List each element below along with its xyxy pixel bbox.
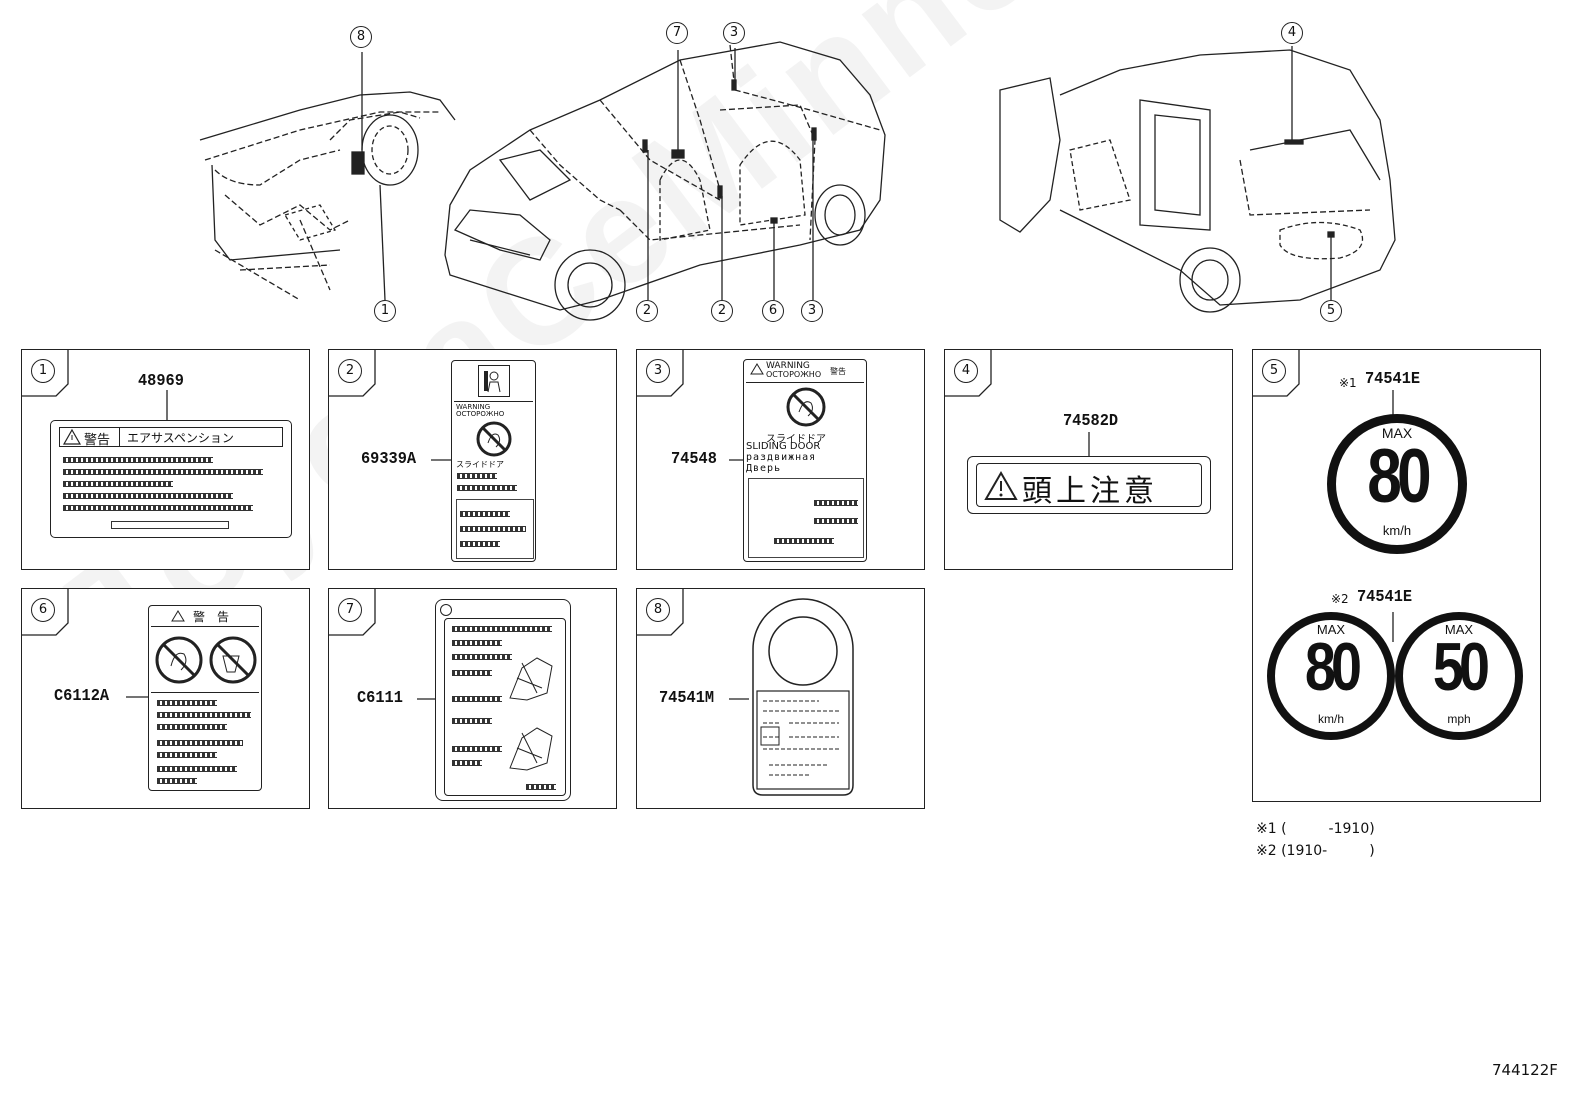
label-3-warning: WARNING: [766, 361, 810, 371]
speed-sign-80-kmh: MAX 80 km/h: [1327, 414, 1467, 554]
callout-7: 7: [666, 22, 688, 44]
sign-kmh-unit: km/h: [1382, 523, 1412, 538]
panel-4-part-number: 74582D: [1063, 412, 1119, 431]
panel-2-part-number: 69339A: [361, 450, 417, 469]
label-sliding-door-warning: WARNING OCTOPOЖНО 警告 スライドドア SLIDING DOOR…: [743, 359, 867, 562]
panel-8: 8 74541M: [636, 588, 925, 809]
panel-4: 4 74582D 頭上注意: [944, 349, 1233, 570]
label-3-warning-ru: OCTOPOЖНО: [766, 370, 822, 379]
sign-dual-max-right: MAX: [1444, 622, 1474, 637]
callout-5: 5: [1320, 300, 1342, 322]
label-2-slide: スライドドア: [456, 460, 504, 469]
label-warning-c6112a: 警 告: [148, 605, 262, 791]
label-2-warning: WARNING: [456, 403, 491, 411]
panel-6-number: 6: [31, 598, 55, 622]
label-6-header: 警 告: [193, 610, 230, 624]
speed-sign-dual-80-kmh: MAX 80 km/h: [1267, 612, 1395, 740]
panel-1: 1 48969 警告 エアサスペンション: [21, 349, 310, 570]
label-3-slide-jp: スライドドア: [766, 434, 826, 445]
panel-6-part-number: C6112A: [54, 687, 110, 706]
callout-3-top: 3: [723, 22, 745, 44]
panel-5: 5 ※1 74541E MAX 80 km/h ※2 74541E MAX 80…: [1252, 349, 1541, 802]
label-3-slide-en: SLIDING DOOR: [746, 441, 821, 452]
minivan-rear-illustration: [999, 46, 1396, 313]
footnote-1: ※1 ( -1910): [1256, 821, 1375, 837]
panel-2: 2 69339A WARNING OCTOPOЖНО スライドドア: [328, 349, 617, 570]
label-air-suspension: 警告 エアサスペンション: [50, 420, 292, 538]
label-1-warning: 警告: [84, 433, 111, 448]
label-c6111: [435, 599, 571, 801]
diagram-code: 744122F: [1492, 1061, 1558, 1079]
label-hang-tag: [752, 598, 854, 796]
panel-1-part-number: 48969: [138, 372, 184, 391]
callout-4: 4: [1281, 22, 1303, 44]
panel-7-number: 7: [338, 598, 362, 622]
sign-80-value: 80: [1367, 434, 1431, 519]
callout-2-right: 2: [711, 300, 733, 322]
label-3-warning-jp: 警告: [830, 367, 846, 376]
panel-5-number: 5: [1262, 359, 1286, 383]
sign-dual-kmh-unit: km/h: [1317, 712, 1344, 726]
sign-dual-80-value: 80: [1304, 629, 1362, 705]
label-2-warning-ru: OCTOPOЖНО: [456, 410, 505, 418]
callout-6: 6: [762, 300, 784, 322]
panel-5-part-number-1: 74541E: [1365, 370, 1421, 389]
label-mind-head: 頭上注意: [967, 456, 1211, 514]
panel-7: 7 C6111: [328, 588, 617, 809]
panel-6: 6 C6112A 警 告: [21, 588, 310, 809]
panel-4-number: 4: [954, 359, 978, 383]
sign-dual-mph-unit: mph: [1447, 712, 1471, 726]
callout-2-left: 2: [636, 300, 658, 322]
panel-3: 3 74548 WARNING OCTOPOЖНО 警告 スライドドア SLID…: [636, 349, 925, 570]
panel-5-part-number-2: 74541E: [1357, 588, 1413, 607]
panel-1-number: 1: [31, 359, 55, 383]
panel-3-part-number: 74548: [671, 450, 717, 469]
panel-3-number: 3: [646, 359, 670, 383]
label-sliding-door-small: WARNING OCTOPOЖНО スライドドア: [451, 360, 536, 562]
speed-sign-dual-50-mph: MAX 50 mph: [1395, 612, 1523, 740]
callout-3-bottom: 3: [801, 300, 823, 322]
label-3-slide-ru1: раздвижная: [746, 452, 817, 463]
label-4-text: 頭上注意: [1022, 474, 1158, 509]
sign-dual-50-value: 50: [1432, 629, 1490, 705]
panel-2-number: 2: [338, 359, 362, 383]
panel-5-mark-2: ※2: [1331, 592, 1349, 606]
panel-7-part-number: C6111: [357, 689, 403, 708]
panel-8-number: 8: [646, 598, 670, 622]
callout-8: 8: [350, 26, 372, 48]
panel-5-mark-1: ※1: [1339, 376, 1357, 390]
label-3-slide-ru2: Дверь: [746, 463, 782, 474]
footnote-2: ※2 (1910- ): [1256, 843, 1375, 859]
panel-8-part-number: 74541M: [659, 689, 715, 708]
callout-1: 1: [374, 300, 396, 322]
dashboard-illustration: [199, 52, 456, 301]
label-1-title: エアサスペンション: [127, 431, 234, 445]
minivan-front-illustration: [444, 41, 886, 321]
sign-dual-max-left: MAX: [1316, 622, 1346, 637]
sign-max-label: MAX: [1381, 425, 1413, 441]
